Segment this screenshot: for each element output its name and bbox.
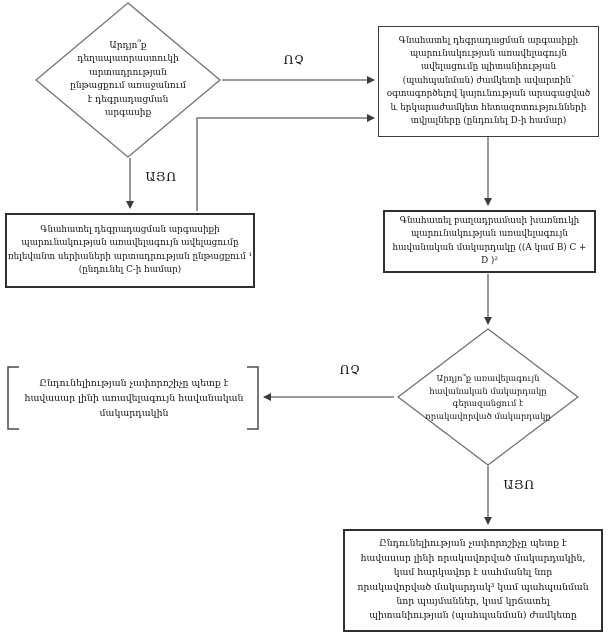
decision-degradation-shape [35,2,221,158]
note-acceptance-equal-probable: Ընդունելիության չափորոշիչը պետք է հավասա… [20,370,248,426]
box-max-probable-level: Գնահատել բաղադրամասի խառնուկի պարունակու… [383,210,596,273]
box-production-increase: Գնահատել դեգրադացման արգասիքի պարունակու… [5,213,255,288]
box-acceptance-qualified-text: Ընդունելիության չափորոշիչը պետք է հավասա… [357,538,589,622]
edge-label-no-top: ՈՉ [283,52,305,67]
connector-production-to-shelf-life [196,114,375,211]
decision-exceeds-qualified: Արդյո՞ք առավելագույն հավանական մակարդակը… [408,355,568,439]
box-shelf-life-increase: Գնահատել դեգրադացման արգասիքի պարունակու… [378,26,599,137]
decision-exceeds-text: Արդյո՞ք առավելագույն հավանական մակարդակը… [425,373,551,421]
decision-exceeds-shape [397,328,579,466]
box-production-text: Գնահատել դեգրադացման արգասիքի պարունակու… [7,224,253,275]
note-acceptance-text: Ընդունելիության չափորոշիչը պետք է հավասա… [24,377,244,419]
note-right-bracket [247,366,259,430]
box-max-probable-text: Գնահատել բաղադրամասի խառնուկի պարունակու… [392,215,587,266]
edge-label-no-mid: ՈՉ [339,362,361,377]
edge-label-yes-bottom: ԱՅՈ [503,477,535,492]
decision-degradation-text: Արդյո՞ք դեղապատրաստուկի արտադրության ընթ… [70,40,186,119]
note-left-bracket [7,366,19,430]
box-acceptance-qualified: Ընդունելիության չափորոշիչը պետք է հավասա… [343,529,603,632]
box-shelf-life-text: Գնահատել դեգրադացման արգասիքի պարունակու… [386,35,591,127]
decision-degradation: Արդյո՞ք դեղապատրաստուկի արտադրության ընթ… [42,28,214,132]
edge-label-yes-top: ԱՅՈ [145,169,177,184]
